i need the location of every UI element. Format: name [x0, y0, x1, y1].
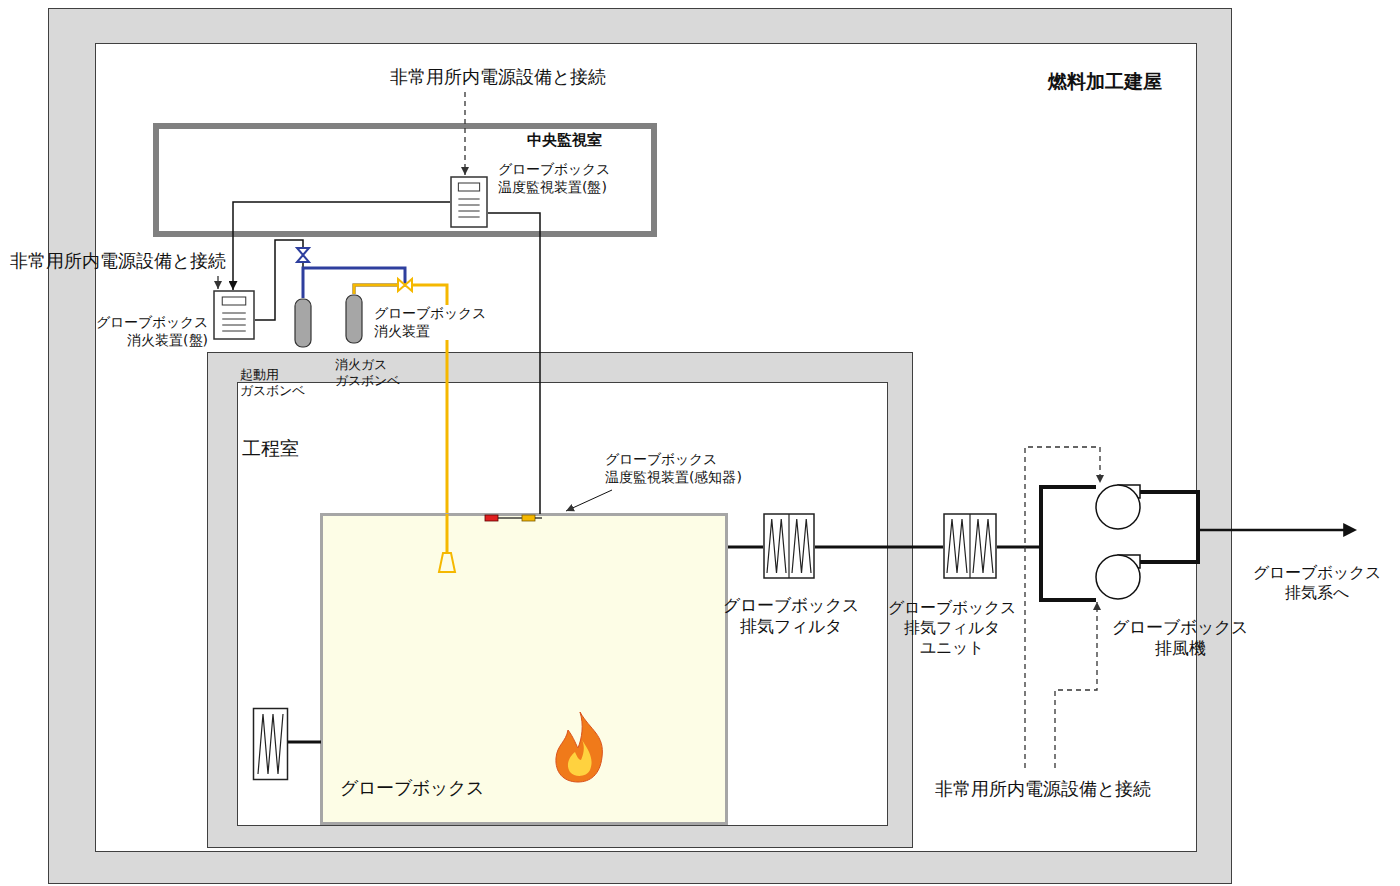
building-wall	[49, 9, 1232, 884]
start-gas-valve	[297, 248, 309, 262]
node-label: グローブボックス 温度監視装置(感知器)	[605, 451, 757, 486]
exhaust-outlet-arrow	[1198, 529, 1346, 532]
leader-line	[566, 490, 612, 511]
text-holder: 燃料加工建屋	[1048, 70, 1162, 94]
text-holder: 工程室	[242, 437, 299, 461]
equipment-label: グローブボックス 消火装置	[372, 305, 492, 340]
connector	[233, 202, 450, 290]
panel-symbol	[213, 290, 255, 340]
start-gas-cylinder: 起動用 ガスボンベ	[294, 298, 312, 348]
connector	[728, 546, 763, 549]
building-interior	[96, 44, 1197, 852]
fans-symbol	[1040, 480, 1200, 605]
connector	[815, 546, 943, 549]
text-holder: 消火ガス ガスボンベ	[335, 357, 417, 390]
fire-gas-cylinder: 消火ガス ガスボンベ	[345, 294, 363, 344]
exhaust-filter: グローブボックス 排気フィルタ	[763, 513, 815, 579]
node-label: グローブボックス 排気フィルタ ユニット	[878, 598, 1026, 658]
node-label: 中央監視室	[527, 131, 602, 150]
process-room-wall	[208, 353, 913, 848]
control-room-wall	[156, 126, 654, 234]
glovebox-body	[322, 515, 727, 824]
cyl-symbol	[345, 294, 363, 344]
power-supply-line	[218, 92, 1100, 768]
node-label: グローブボックス 温度監視装置(盤)	[498, 161, 630, 196]
filter-symbol	[763, 513, 815, 579]
connector	[488, 213, 540, 514]
fire-flame	[556, 712, 602, 782]
node-label: 燃料加工建屋	[1048, 70, 1162, 94]
panel-symbol	[450, 176, 488, 228]
node-label: 起動用 ガスボンベ	[240, 367, 322, 400]
node-label: グローブボックス 排気フィルタ	[712, 595, 870, 638]
node-label: グローブボックス 消火装置(盤)	[88, 314, 208, 349]
sensor-symbol	[482, 514, 542, 522]
text-holder: グローブボックス 排風機	[1106, 617, 1254, 660]
text-holder: グローブボックス 温度監視装置(盤)	[498, 161, 630, 196]
power-note: 非常用所内電源設備と接続	[10, 250, 226, 273]
filter-symbol	[943, 513, 997, 579]
text-holder: グローブボックス 排気フィルタ ユニット	[878, 598, 1026, 658]
text-holder: グローブボックス	[340, 777, 484, 800]
temp-sensor: グローブボックス 温度監視装置(感知器)	[482, 514, 542, 522]
cyl-symbol	[294, 298, 312, 348]
text-holder: グローブボックス 消火装置	[372, 305, 492, 340]
connector	[997, 546, 1040, 549]
text-holder: グローブボックス 温度監視装置(感知器)	[605, 451, 757, 486]
node-label: グローブボックス	[340, 777, 484, 800]
node-label: グローブボックス 排風機	[1106, 617, 1254, 660]
text-holder: 非常用所内電源設備と接続	[935, 778, 1151, 801]
extinguishing-nozzle	[439, 514, 455, 572]
node-label: 工程室	[242, 437, 299, 461]
text-holder: 非常用所内電源設備と接続	[390, 66, 606, 89]
glovebox: グローブボックス グローブボックス 温度監視装置(感知器)	[320, 513, 728, 825]
text-holder: 非常用所内電源設備と接続	[10, 250, 226, 273]
exhaust-filter-unit: グローブボックス 排気フィルタ ユニット	[943, 513, 997, 579]
text-holder: グローブボックス 排気フィルタ	[712, 595, 870, 638]
process-room: 工程室グローブボックスグローブボックス 温度監視装置(感知器)グローブボックス …	[207, 352, 913, 848]
power-note: 非常用所内電源設備と接続	[935, 778, 1151, 801]
fire-extinguisher-panel: グローブボックス 消火装置(盤)	[213, 290, 255, 340]
text-holder: グローブボックス 排気系へ	[1248, 563, 1385, 603]
exhaust-fan: グローブボックス 排風機	[1040, 480, 1200, 605]
control-room: 中央監視室グローブボックス 温度監視装置(盤)	[153, 123, 657, 237]
power-note: 非常用所内電源設備と接続	[390, 66, 606, 89]
text-holder: 中央監視室	[527, 131, 602, 150]
temp-monitor-panel: グローブボックス 温度監視装置(盤)	[450, 176, 488, 228]
building-area: 燃料加工建屋中央監視室グローブボックス 温度監視装置(盤) グローブボックス 消火…	[48, 8, 1232, 884]
supply-filter	[254, 709, 322, 780]
fire-gas-valve	[398, 279, 412, 291]
destination-label: グローブボックス 排気系へ	[1248, 563, 1385, 603]
node-label: 消火ガス ガスボンベ	[335, 357, 417, 390]
text-holder: 起動用 ガスボンベ	[240, 367, 322, 400]
text-holder: グローブボックス 消火装置(盤)	[88, 314, 208, 349]
process-room-interior	[238, 383, 888, 826]
